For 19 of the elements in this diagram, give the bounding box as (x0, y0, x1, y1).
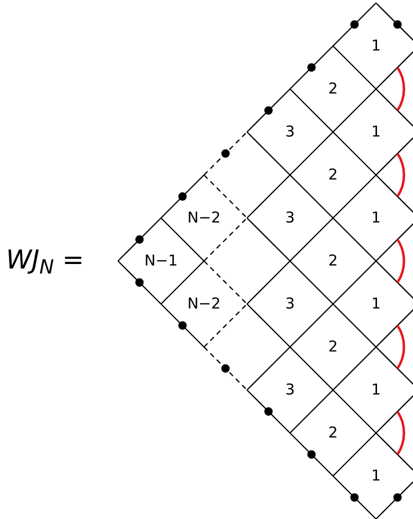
cell-number: 3 (285, 296, 295, 312)
cell-number: 1 (371, 124, 381, 140)
cell-number: 1 (371, 38, 381, 54)
cell-number: 2 (328, 168, 338, 182)
formula-head: WJ$_{N}$ = (6, 244, 84, 280)
cell-number: 1 (371, 296, 381, 312)
cell-number: N−1 (144, 254, 178, 268)
cell-number: N−2 (187, 210, 221, 226)
cell-number: 3 (285, 124, 295, 140)
cell-number: 2 (328, 254, 338, 268)
cell-number: 3 (285, 382, 295, 398)
cell-number: 2 (328, 82, 338, 96)
cell-number: 2 (328, 426, 338, 440)
cell-number: 1 (371, 210, 381, 226)
cell-number: N−2 (187, 296, 221, 312)
cell-number: 1 (371, 468, 381, 484)
cell-number: 2 (328, 340, 338, 354)
cell-number: 1 (371, 382, 381, 398)
cell-number: 3 (285, 210, 295, 226)
